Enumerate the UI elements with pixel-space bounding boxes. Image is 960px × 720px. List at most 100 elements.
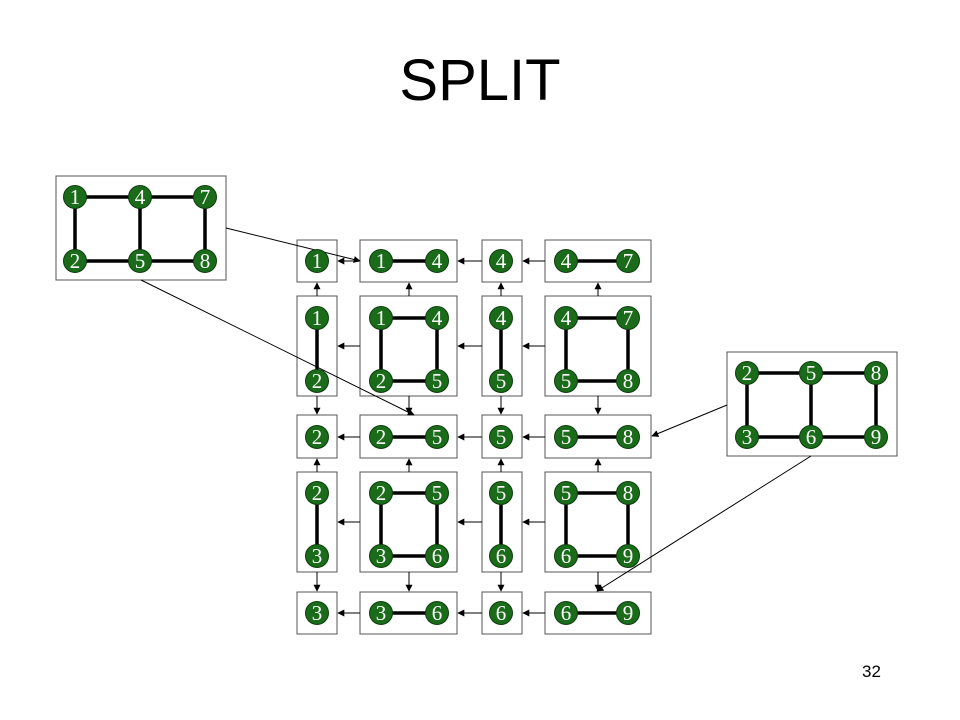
split-node-r0-c0: 1: [305, 249, 329, 273]
svg-text:4: 4: [432, 306, 443, 330]
source-arrow: [140, 279, 415, 416]
svg-text:6: 6: [432, 544, 443, 568]
split-node-r3-c3: 8: [616, 481, 640, 505]
svg-text:5: 5: [432, 481, 443, 505]
split-node-r3-c2: 5: [489, 481, 513, 505]
svg-text:3: 3: [312, 601, 323, 625]
split-node-r0-c2: 4: [489, 249, 513, 273]
svg-text:5: 5: [496, 425, 507, 449]
split-node-r4-c3: 6: [554, 601, 578, 625]
svg-text:3: 3: [376, 544, 387, 568]
svg-text:2: 2: [312, 425, 323, 449]
svg-text:5: 5: [561, 369, 572, 393]
svg-text:5: 5: [806, 361, 817, 385]
split-node-r4-c1: 3: [369, 601, 393, 625]
svg-text:2: 2: [742, 361, 753, 385]
split-node-r3-c1: 5: [425, 481, 449, 505]
svg-text:5: 5: [135, 249, 146, 273]
svg-text:2: 2: [376, 369, 387, 393]
svg-text:4: 4: [135, 185, 146, 209]
slide-title: SPLIT: [399, 48, 561, 113]
split-node-r3-c1: 6: [425, 544, 449, 568]
svg-text:2: 2: [376, 481, 387, 505]
split-node-r2-c1: 5: [425, 425, 449, 449]
svg-text:6: 6: [496, 544, 507, 568]
split-node-r3-c0: 3: [305, 544, 329, 568]
left-source-graph-node: 5: [128, 249, 152, 273]
split-node-r3-c3: 6: [554, 544, 578, 568]
svg-text:8: 8: [623, 369, 634, 393]
split-node-r1-c0: 2: [305, 369, 329, 393]
boxes-layer: [55, 175, 898, 635]
svg-text:1: 1: [312, 249, 323, 273]
svg-text:3: 3: [376, 601, 387, 625]
svg-text:5: 5: [496, 481, 507, 505]
split-node-r1-c3: 5: [554, 369, 578, 393]
split-node-r1-c1: 4: [425, 306, 449, 330]
svg-text:6: 6: [561, 601, 572, 625]
svg-text:6: 6: [432, 601, 443, 625]
svg-text:2: 2: [312, 369, 323, 393]
svg-text:8: 8: [200, 249, 211, 273]
split-node-r4-c1: 6: [425, 601, 449, 625]
svg-text:4: 4: [496, 249, 507, 273]
svg-text:5: 5: [496, 369, 507, 393]
split-node-r3-c3: 9: [616, 544, 640, 568]
svg-text:9: 9: [623, 601, 634, 625]
svg-text:4: 4: [561, 249, 572, 273]
svg-text:5: 5: [561, 425, 572, 449]
arrows-layer: [140, 227, 812, 617]
svg-text:2: 2: [312, 481, 323, 505]
split-node-r3-c0: 2: [305, 481, 329, 505]
split-node-r1-c1: 1: [369, 306, 393, 330]
split-node-r1-c3: 7: [616, 306, 640, 330]
split-node-r2-c3: 5: [554, 425, 578, 449]
svg-text:5: 5: [432, 369, 443, 393]
left-source-graph-node: 7: [193, 185, 217, 209]
left-source-graph-node: 1: [63, 185, 87, 209]
svg-text:7: 7: [623, 306, 634, 330]
svg-text:4: 4: [561, 306, 572, 330]
svg-text:5: 5: [432, 425, 443, 449]
svg-text:4: 4: [432, 249, 443, 273]
svg-text:1: 1: [70, 185, 81, 209]
split-node-r2-c2: 5: [489, 425, 513, 449]
svg-text:6: 6: [496, 601, 507, 625]
svg-text:9: 9: [623, 544, 634, 568]
svg-text:8: 8: [623, 425, 634, 449]
svg-text:2: 2: [376, 425, 387, 449]
svg-text:6: 6: [561, 544, 572, 568]
right-source-graph-node: 6: [799, 425, 823, 449]
split-node-r3-c1: 3: [369, 544, 393, 568]
split-node-r1-c3: 8: [616, 369, 640, 393]
left-source-graph-node: 4: [128, 185, 152, 209]
split-node-r1-c1: 5: [425, 369, 449, 393]
page-number: 32: [862, 662, 881, 681]
split-node-r2-c0: 2: [305, 425, 329, 449]
split-node-r3-c1: 2: [369, 481, 393, 505]
source-arrow: [225, 227, 361, 263]
svg-text:1: 1: [376, 249, 387, 273]
svg-text:6: 6: [806, 425, 817, 449]
left-source-graph-node: 8: [193, 249, 217, 273]
svg-text:7: 7: [623, 249, 634, 273]
split-node-r0-c1: 4: [425, 249, 449, 273]
split-node-r1-c2: 4: [489, 306, 513, 330]
source-arrow: [596, 455, 812, 592]
split-node-r1-c0: 1: [305, 306, 329, 330]
split-node-r0-c3: 4: [554, 249, 578, 273]
svg-text:9: 9: [871, 425, 882, 449]
split-node-r3-c3: 5: [554, 481, 578, 505]
left-source-graph-node: 2: [63, 249, 87, 273]
split-node-r3-c2: 6: [489, 544, 513, 568]
split-node-r0-c3: 7: [616, 249, 640, 273]
svg-text:8: 8: [871, 361, 882, 385]
split-node-r4-c2: 6: [489, 601, 513, 625]
right-source-graph-node: 3: [735, 425, 759, 449]
svg-text:1: 1: [312, 306, 323, 330]
svg-text:5: 5: [561, 481, 572, 505]
right-source-graph-node: 5: [799, 361, 823, 385]
svg-text:1: 1: [376, 306, 387, 330]
split-node-r1-c1: 2: [369, 369, 393, 393]
